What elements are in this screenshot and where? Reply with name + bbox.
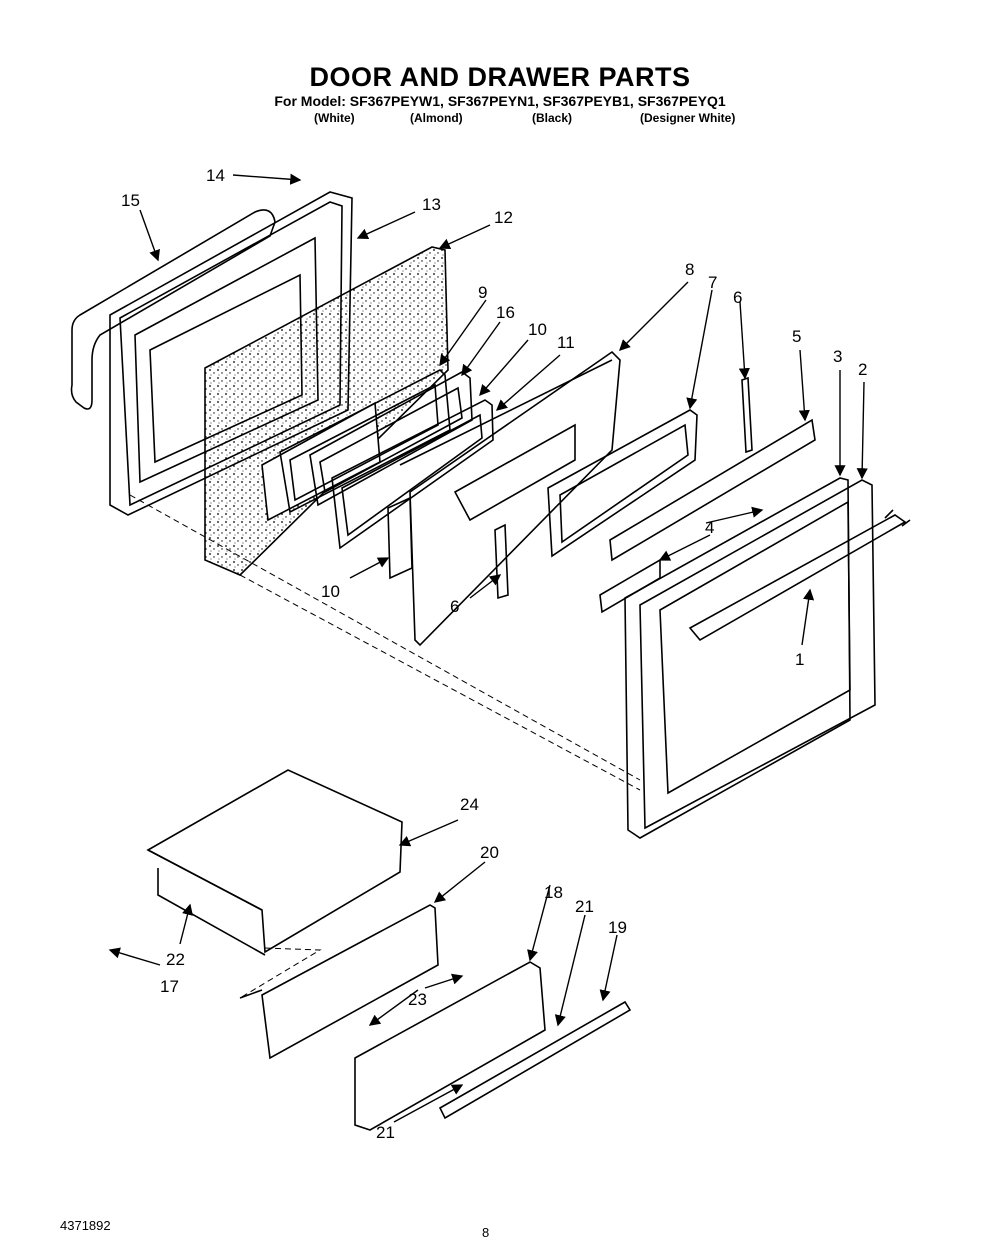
hinge-channel-upper bbox=[741, 376, 753, 454]
window-glass-7 bbox=[547, 409, 698, 558]
door-spacer bbox=[609, 418, 816, 562]
door-gasket bbox=[70, 209, 276, 410]
callout-5: 5 bbox=[792, 327, 801, 346]
variant-almond: (Almond) bbox=[410, 111, 463, 125]
callout-13: 13 bbox=[422, 195, 441, 214]
window-frame-16 bbox=[309, 371, 473, 507]
variant-white: (White) bbox=[314, 111, 355, 125]
glass-panel-10 bbox=[387, 496, 413, 580]
variant-designer-white: (Designer White) bbox=[640, 111, 736, 125]
callout-14: 14 bbox=[206, 166, 225, 185]
door-handle bbox=[688, 514, 907, 642]
drawer-trim bbox=[438, 1000, 632, 1120]
callout-19: 19 bbox=[608, 918, 627, 937]
drawer-body bbox=[146, 769, 403, 954]
inner-door-panel bbox=[409, 350, 621, 647]
model-numbers: For Model: SF367PEYW1, SF367PEYN1, SF367… bbox=[274, 93, 726, 109]
callout-1: 1 bbox=[795, 650, 804, 669]
callout-2: 2 bbox=[858, 360, 867, 379]
callout-20: 20 bbox=[480, 843, 499, 862]
callout-9: 9 bbox=[478, 283, 487, 302]
callout-6b: 6 bbox=[450, 597, 459, 616]
callout-6a: 6 bbox=[733, 288, 742, 307]
callout-17: 17 bbox=[160, 977, 179, 996]
drawer-front-panel bbox=[354, 961, 546, 1131]
callout-4: 4 bbox=[705, 518, 714, 537]
callout-7: 7 bbox=[708, 273, 717, 292]
callout-16: 16 bbox=[496, 303, 515, 322]
callout-8: 8 bbox=[685, 260, 694, 279]
outer-glass-4 bbox=[599, 558, 661, 614]
outer-door-panel bbox=[639, 479, 876, 830]
callout-10a: 10 bbox=[528, 320, 547, 339]
callout-21a: 21 bbox=[575, 897, 594, 916]
callout-24: 24 bbox=[460, 795, 479, 814]
window-frame-10-upper bbox=[331, 399, 494, 550]
outer-door-frame bbox=[624, 477, 851, 839]
variant-black: (Black) bbox=[532, 111, 573, 125]
callout-15: 15 bbox=[121, 191, 140, 210]
callout-23: 23 bbox=[408, 990, 427, 1009]
callout-12: 12 bbox=[494, 208, 513, 227]
callout-10b: 10 bbox=[321, 582, 340, 601]
document-number: 4371892 bbox=[60, 1218, 111, 1233]
callout-3: 3 bbox=[833, 347, 842, 366]
drawer-front-liner bbox=[261, 904, 439, 1060]
page-title: DOOR AND DRAWER PARTS bbox=[309, 62, 691, 92]
callout-11: 11 bbox=[557, 333, 575, 352]
callout-22: 22 bbox=[166, 950, 185, 969]
callout-18: 18 bbox=[544, 883, 563, 902]
page-number: 8 bbox=[482, 1225, 490, 1240]
window-frame-9 bbox=[279, 369, 451, 514]
callout-21b: 21 bbox=[376, 1123, 395, 1142]
